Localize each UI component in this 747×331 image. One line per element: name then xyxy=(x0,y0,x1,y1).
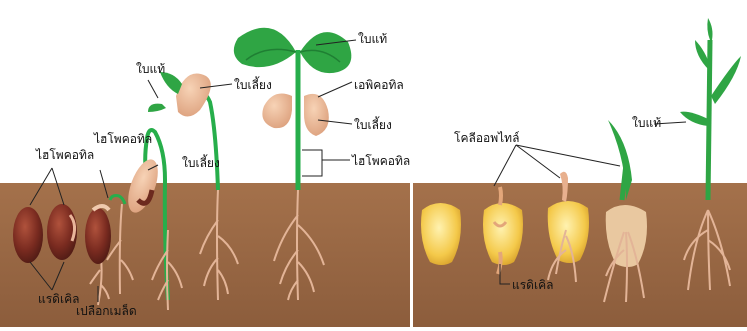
label-hypocotyl-1: ไฮโพคอทิล xyxy=(36,148,94,162)
label-true-leaf-3: ใบแท้ xyxy=(632,116,661,130)
label-hypocotyl-3: ไฮโพคอทิล xyxy=(352,154,410,168)
label-seed-coat: เปลือกเมล็ด xyxy=(76,304,137,318)
label-true-leaf-2: ใบแท้ xyxy=(358,32,387,46)
label-cotyledon-2: ใบเลี้ยง xyxy=(234,78,272,92)
label-true-leaf-1: ใบแท้ xyxy=(136,62,165,76)
panel-divider xyxy=(410,0,413,327)
label-cotyledon-3: ใบเลี้ยง xyxy=(354,118,392,132)
label-radicle-1: แรดิเคิล xyxy=(38,292,79,306)
label-hypocotyl-2: ไฮโพคอทิล xyxy=(94,132,152,146)
label-epicotyl: เอพิคอทิล xyxy=(354,78,404,92)
label-cotyledon-1: ใบเลี้ยง xyxy=(182,156,220,170)
corn-kernel-1 xyxy=(421,203,461,265)
label-coleoptile: โคลีออพไทล์ xyxy=(454,131,519,145)
label-radicle-2: แรดิเคิล xyxy=(512,278,553,292)
